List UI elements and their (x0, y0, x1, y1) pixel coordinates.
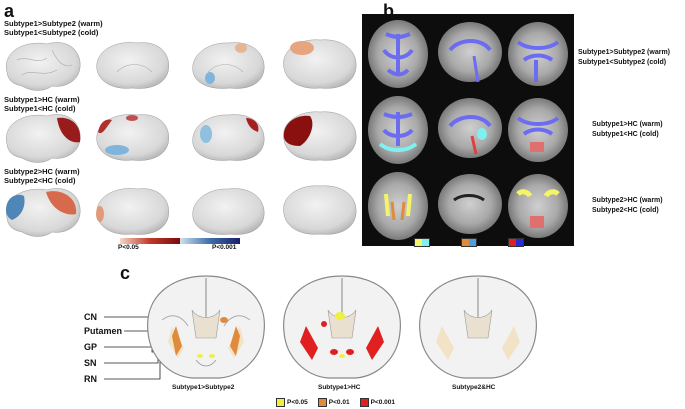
coronal-brain-2 (283, 275, 401, 379)
panel-a-row1-label: Subtype1>Subtype2 (warm)Subtype1<Subtype… (4, 19, 103, 37)
row3-coronal-slice (508, 174, 568, 238)
panel-c-legend-item-3: P<0.001 (359, 398, 395, 407)
row2-medial-right-brain (192, 114, 265, 161)
row3-sagittal-slice (438, 174, 502, 234)
row3-medial-left-brain (96, 188, 170, 235)
row3-lateral-left-brain (6, 188, 81, 237)
colorbar-warm (120, 238, 180, 244)
row1-medial-left-brain (96, 42, 170, 89)
panel-a-row2-label: Subtype1>HC (warm)Subtype1<HC (cold) (4, 95, 80, 113)
region-label-cn: CN (84, 312, 97, 322)
panel-b-legend: P<0.05 P<0.01 P<0.001 (414, 238, 550, 247)
row1-coronal-slice (508, 22, 568, 86)
colorbar-right-label: P<0.001 (212, 244, 237, 251)
row2-lateral-left-brain (6, 114, 81, 163)
panel-b-legend-item-2: P<0.01 (460, 238, 500, 247)
row1-lateral-left-brain (6, 42, 81, 91)
panel-a-label: a (4, 1, 15, 21)
row2-axial-slice (368, 96, 428, 164)
panel-b-label: b (383, 1, 394, 21)
row2-sagittal-slice (438, 98, 502, 158)
row2-coronal-slice (508, 98, 568, 162)
panel-c-legend-item-2: P<0.01 (317, 398, 350, 407)
panel-b-row2-label: Subtype1>HC (warm)Subtype1<HC (cold) (592, 121, 663, 138)
row1-medial-right-brain (192, 42, 265, 89)
coronal-brain-1 (147, 275, 265, 379)
row2-medial-left-brain (96, 114, 170, 161)
panel-b-row3-label: Subtype2>HC (warm)Subtype2<HC (cold) (592, 197, 663, 214)
coronal-brain-3 (419, 275, 537, 379)
row1-sagittal-slice (438, 22, 502, 83)
region-label-putamen: Putamen (84, 326, 123, 336)
row1-lateral-right-brain (283, 39, 357, 89)
caption-brain-2: Subtype1>HC (318, 384, 361, 391)
panel-b-row1-label: Subtype1>Subtype2 (warm)Subtype1<Subtype… (578, 49, 670, 66)
panel-a-colorbar (120, 238, 240, 244)
region-label-rn: RN (84, 374, 97, 384)
panel-a-row3-label: Subtype2>HC (warm)Subtype2<HC (cold) (4, 167, 80, 185)
colorbar-cold (180, 238, 240, 244)
panel-b-legend-item-1: P<0.05 (414, 238, 453, 247)
row1-axial-slice (368, 20, 428, 88)
panel-a-cortex-maps (6, 39, 357, 237)
caption-brain-1: Subtype1>Subtype2 (172, 384, 235, 391)
row3-medial-right-brain (192, 188, 265, 235)
panel-b-legend-item-3: P<0.001 (507, 238, 550, 247)
row3-lateral-right-brain (283, 185, 357, 235)
panel-c-label: c (120, 263, 131, 283)
panel-c-legend: P<0.05 P<0.01 P<0.001 (276, 398, 395, 407)
row2-lateral-right-brain (283, 111, 357, 161)
region-label-gp: GP (84, 342, 98, 352)
region-label-sn: SN (84, 358, 97, 368)
row3-axial-slice (368, 172, 428, 240)
caption-brain-3: Subtype2&HC (452, 384, 496, 391)
colorbar-left-label: P<0.05 (118, 244, 139, 251)
panel-c-legend-item-1: P<0.05 (276, 398, 308, 407)
panel-b-mri-slices (368, 20, 568, 240)
